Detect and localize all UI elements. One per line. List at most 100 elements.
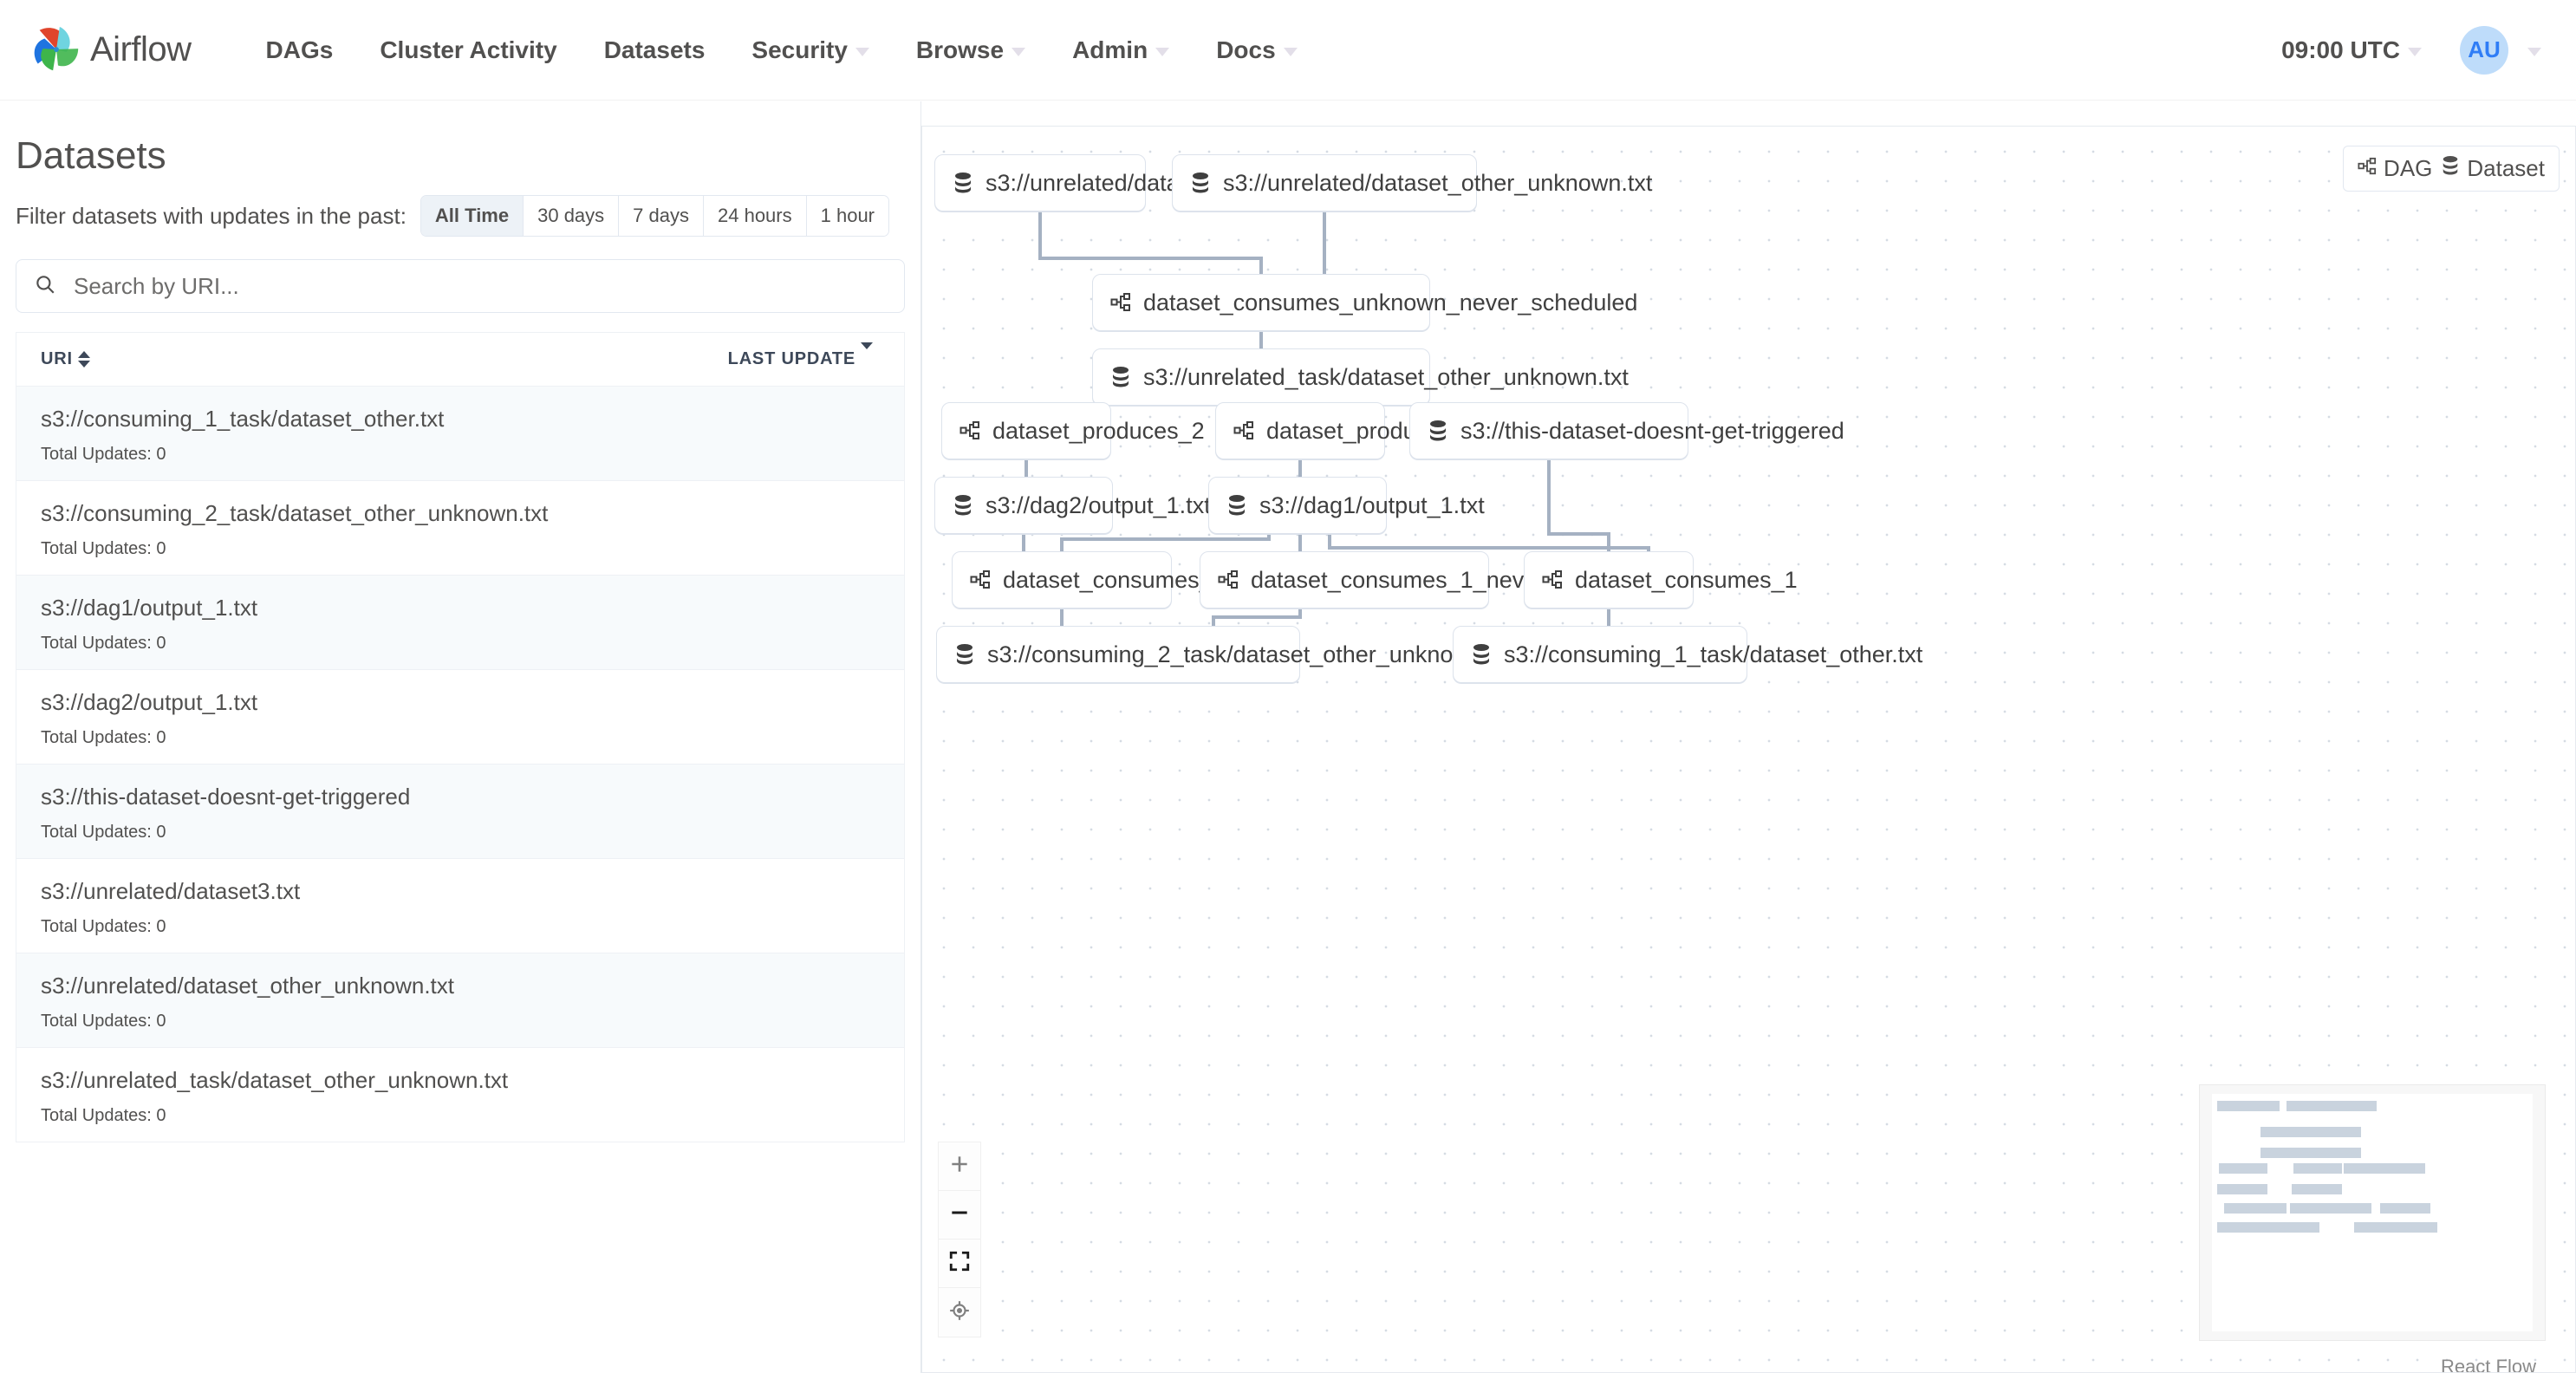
node-label: s3://dag1/output_1.txt <box>1259 491 1485 518</box>
zoom-out-button[interactable] <box>939 1191 980 1240</box>
minimap-node <box>2261 1148 2361 1158</box>
minus-icon <box>948 1201 971 1228</box>
nav-item-security[interactable]: Security <box>751 36 869 64</box>
graph-node-dataset[interactable]: s3://unrelated/dataset3.txt <box>934 154 1255 211</box>
nav-label: Admin <box>1072 36 1148 63</box>
table-header: URI LAST UPDATE <box>16 333 904 387</box>
chevron-down-icon <box>1012 47 1026 56</box>
avatar[interactable]: AU <box>2460 25 2508 75</box>
column-label: URI <box>41 349 73 368</box>
time-filter-group: All Time 30 days 7 days 24 hours 1 hour <box>420 195 890 237</box>
graph-node-dag[interactable]: dataset_produces_2 <box>941 402 1205 459</box>
table-row[interactable]: s3://unrelated_task/dataset_other_unknow… <box>16 1048 904 1142</box>
nav-item-datasets[interactable]: Datasets <box>604 36 706 64</box>
table-row[interactable]: s3://consuming_1_task/dataset_other.txt … <box>16 387 904 481</box>
minimap-node <box>2380 1203 2430 1214</box>
graph-node-dag[interactable]: dataset_consumes_1 <box>1524 551 1798 608</box>
legend-label: DAG <box>2384 155 2433 181</box>
graph-node-dataset[interactable]: s3://this-dataset-doesnt-get-triggered <box>1409 402 1844 459</box>
minimap-node <box>2292 1184 2342 1194</box>
dag-sitemap-icon <box>1218 569 1239 590</box>
row-total-updates: Total Updates: 0 <box>41 728 166 747</box>
column-label: LAST UPDATE <box>727 349 855 368</box>
row-uri: s3://unrelated/dataset_other_unknown.txt <box>41 973 454 999</box>
reset-center-button[interactable] <box>939 1288 980 1337</box>
node-label: s3://consuming_1_task/dataset_other.txt <box>1504 641 1923 667</box>
graph-node-dag[interactable]: dataset_consumes_unknown_never_scheduled <box>1092 274 1637 331</box>
row-uri: s3://unrelated_task/dataset_other_unknow… <box>41 1067 509 1093</box>
nav-item-admin[interactable]: Admin <box>1072 36 1170 64</box>
chevron-down-icon <box>1155 47 1170 56</box>
graph-node-dataset[interactable]: s3://unrelated/dataset_other_unknown.txt <box>1172 154 1652 211</box>
minimap-node <box>2354 1222 2437 1233</box>
sort-desc-icon <box>861 342 873 369</box>
time-filter-1-hour[interactable]: 1 hour <box>806 196 889 236</box>
dag-sitemap-icon <box>1110 292 1131 313</box>
time-filter-24-hours[interactable]: 24 hours <box>704 196 807 236</box>
minimap-node <box>2217 1222 2319 1233</box>
minimap-node <box>2217 1184 2267 1194</box>
timezone-selector[interactable]: 09:00 UTC <box>2281 36 2422 64</box>
zoom-in-button[interactable] <box>939 1142 980 1191</box>
chevron-down-icon <box>2408 47 2422 56</box>
graph-node-dataset[interactable]: s3://dag2/output_1.txt <box>934 477 1211 534</box>
time-filter-all-time[interactable]: All Time <box>420 196 524 236</box>
minimap-node <box>2224 1203 2287 1214</box>
row-total-updates: Total Updates: 0 <box>41 823 166 842</box>
nav-item-docs[interactable]: Docs <box>1216 36 1298 64</box>
graph-node-dataset[interactable]: s3://dag1/output_1.txt <box>1208 477 1485 534</box>
search-box[interactable] <box>16 259 905 313</box>
row-uri: s3://dag1/output_1.txt <box>41 595 258 621</box>
node-label: dataset_produces_2 <box>992 417 1205 444</box>
search-input[interactable] <box>74 272 887 300</box>
node-label: s3://consuming_2_task/dataset_other_unkn… <box>987 641 1514 667</box>
minimap-viewport <box>2212 1094 2533 1331</box>
table-row[interactable]: s3://dag1/output_1.txt Total Updates: 0 <box>16 576 904 670</box>
table-row[interactable]: s3://consuming_2_task/dataset_other_unkn… <box>16 481 904 576</box>
nav-item-browse[interactable]: Browse <box>916 36 1026 64</box>
row-total-updates: Total Updates: 0 <box>41 445 166 464</box>
row-uri: s3://consuming_1_task/dataset_other.txt <box>41 406 445 432</box>
graph-node-dataset[interactable]: s3://consuming_2_task/dataset_other_unkn… <box>936 626 1514 683</box>
legend-item-dag: DAG <box>2358 155 2432 182</box>
column-header-last-update[interactable]: LAST UPDATE <box>727 342 873 369</box>
table-row[interactable]: s3://this-dataset-doesnt-get-triggered T… <box>16 765 904 859</box>
fit-screen-icon <box>948 1250 971 1277</box>
nav-links: DAGs Cluster Activity Datasets Security … <box>266 36 1344 64</box>
nav-label: DAGs <box>265 36 334 63</box>
legend-label: Dataset <box>2467 155 2545 181</box>
chevron-down-icon <box>855 47 869 56</box>
graph-node-dag[interactable]: dataset_produces_1 <box>1215 402 1479 459</box>
graph-controls <box>938 1142 981 1337</box>
brand[interactable]: Airflow <box>29 23 192 77</box>
clock-label: 09:00 UTC <box>2281 36 2400 63</box>
minimap-node <box>2287 1101 2377 1111</box>
graph-node-dag[interactable]: dataset_consumes_1_and_2 <box>952 551 1304 608</box>
nav-item-dags[interactable]: DAGs <box>266 36 334 64</box>
fit-view-button[interactable] <box>939 1240 980 1288</box>
dataset-graph[interactable]: s3://unrelated/dataset3.txt s3://unrelat… <box>921 126 2576 1373</box>
crosshair-target-icon <box>948 1299 971 1326</box>
table-row[interactable]: s3://dag2/output_1.txt Total Updates: 0 <box>16 670 904 765</box>
chevron-down-icon[interactable] <box>2527 47 2541 56</box>
dataset-database-icon <box>954 643 975 666</box>
dag-sitemap-icon <box>970 569 991 590</box>
minimap-node <box>2217 1101 2280 1111</box>
dag-sitemap-icon <box>1542 569 1563 590</box>
graph-minimap[interactable]: React Flow <box>2199 1084 2546 1372</box>
legend-item-dataset: Dataset <box>2441 155 2545 182</box>
nav-item-cluster-activity[interactable]: Cluster Activity <box>380 36 556 64</box>
table-row[interactable]: s3://unrelated/dataset_other_unknown.txt… <box>16 953 904 1048</box>
minimap-node <box>2290 1203 2371 1214</box>
graph-node-dataset[interactable]: s3://unrelated_task/dataset_other_unknow… <box>1092 348 1629 406</box>
graph-node-dag[interactable]: dataset_consumes_1_never_scheduled <box>1200 551 1664 608</box>
react-flow-attribution: React Flow <box>2440 1356 2536 1373</box>
table-row[interactable]: s3://unrelated/dataset3.txt Total Update… <box>16 859 904 953</box>
time-filter-7-days[interactable]: 7 days <box>619 196 704 236</box>
time-filter-30-days[interactable]: 30 days <box>524 196 620 236</box>
node-label: s3://this-dataset-doesnt-get-triggered <box>1460 417 1844 444</box>
node-label: s3://unrelated_task/dataset_other_unknow… <box>1143 363 1629 390</box>
column-header-uri[interactable]: URI <box>41 349 728 369</box>
nav-label: Security <box>751 36 848 63</box>
graph-node-dataset[interactable]: s3://consuming_1_task/dataset_other.txt <box>1453 626 1922 683</box>
